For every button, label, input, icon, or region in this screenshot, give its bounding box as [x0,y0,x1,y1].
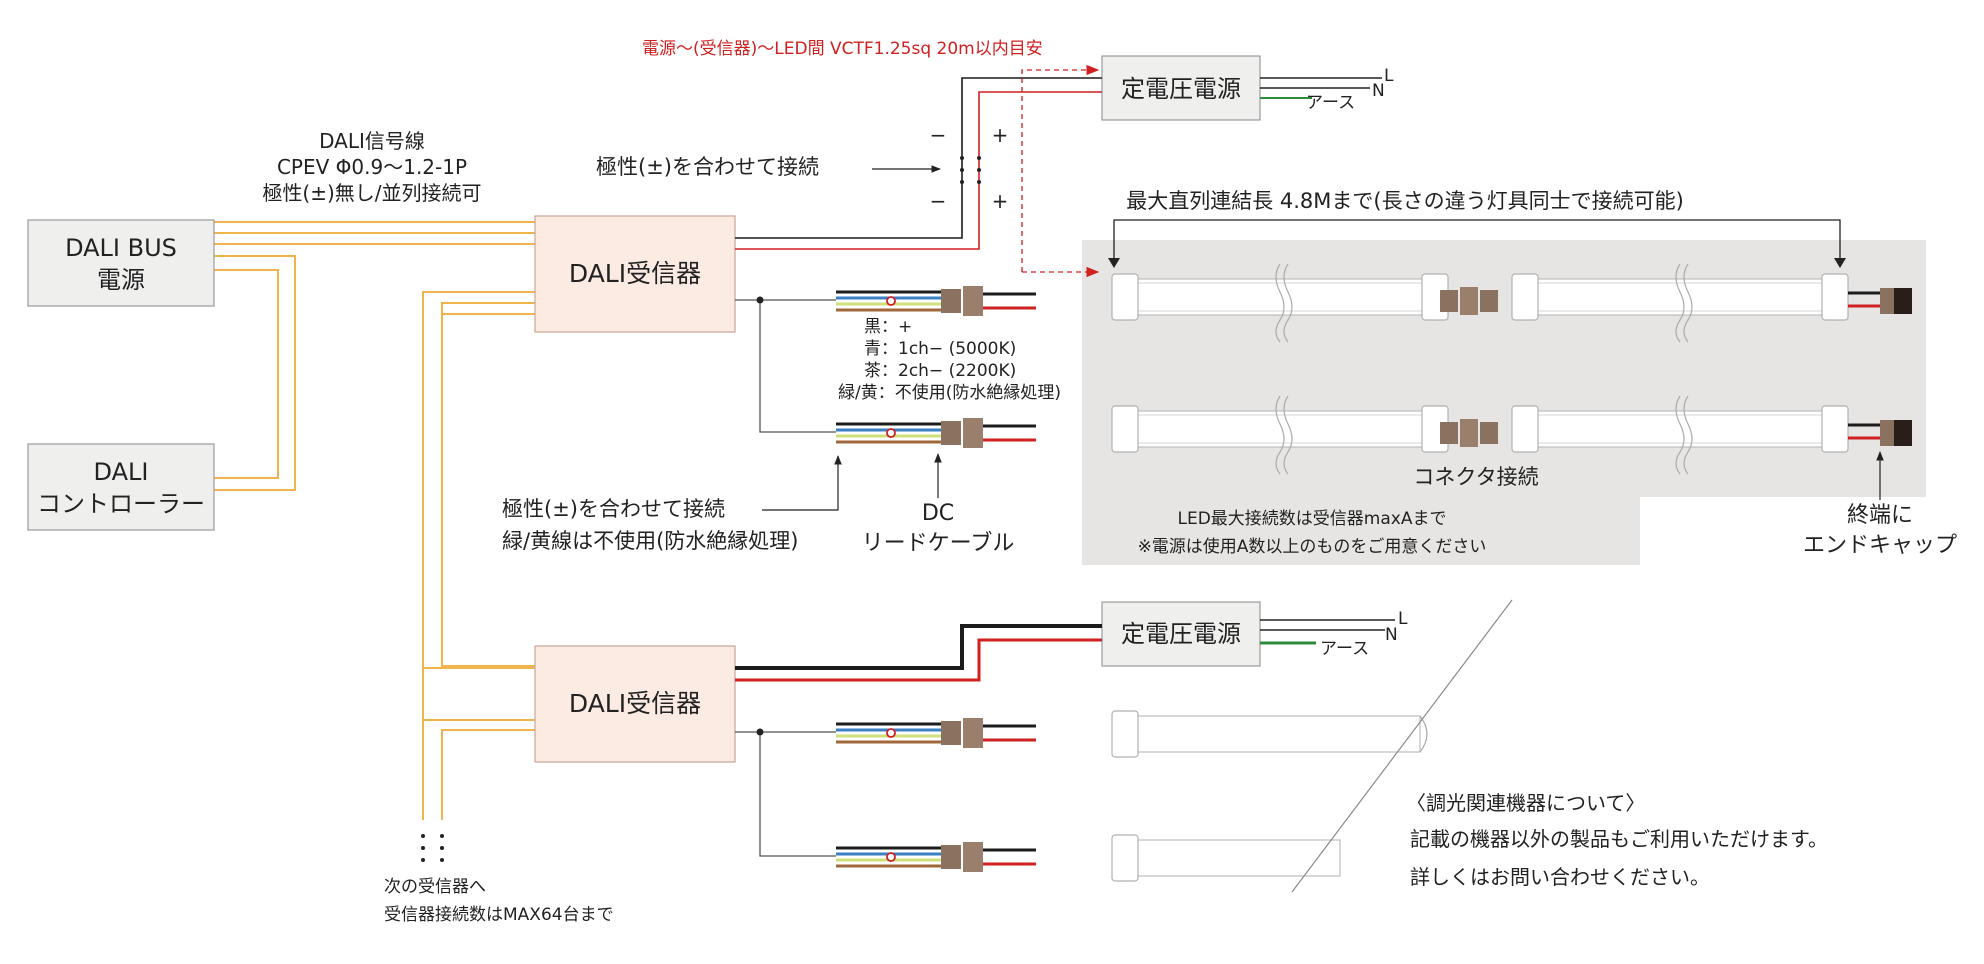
continuation-dots [421,834,444,862]
led-max-line1: LED最大接続数は受信器maxAまで [1178,509,1447,529]
earth-label-2: アース [1320,639,1369,659]
polarity-dots [960,156,981,184]
psu-box-1 [1101,55,1261,121]
max-length-label: 最大直列連結長 4.8Mまで(長さの違う灯具同士で接続可能) [1126,189,1684,213]
about-title: 〈調光関連機器について〉 [1406,791,1645,815]
psu-box-2 [1101,601,1261,667]
ac-N-label-2: N [1385,625,1398,645]
dc-lead-cable-2a [834,716,1038,750]
plus-top: + [992,123,1009,147]
dc-lead-label-2: リードケーブル [862,531,1015,556]
dc-lead-cable-1b [834,416,1038,450]
connector-label: コネクタ接続 [1413,465,1538,489]
dali-receiver-label-2: DALI受信器 [569,689,701,718]
legend-green: 緑/黄：不使用(防水絶縁処理) [838,382,1061,403]
legend-blue: 青：1ch− (5000K) [864,339,1016,359]
legend-brown: 茶：2ch− (2200K) [864,361,1016,381]
about-line2: 詳しくはお問い合わせください。 [1410,865,1710,889]
red-arrow-to-psu [1021,64,1100,272]
dali-controller-box [27,443,215,531]
max-length-bracket [1113,219,1841,265]
led-row-4-cut [1111,834,1341,882]
minus-bottom: − [930,189,947,213]
dali-bus-label-2: 電源 [97,266,145,294]
dali-receiver-box-2 [534,645,736,763]
polarity-note2-line1: 極性(±)を合わせて接続 [502,497,725,521]
dc-lead-cable-1a [834,284,1038,318]
signal-wire-label-1: DALI信号線 [319,129,425,153]
minus-top: − [930,123,947,147]
next-receiver-line1: 次の受信器へ [384,877,486,897]
dali-receiver-label-1: DALI受信器 [569,259,701,288]
dali-bus-label-1: DALI BUS [65,234,177,262]
receiver1-output-lines [735,296,836,433]
signal-wire-label-3: 極性(±)無し/並列接続可 [262,181,481,205]
legend-black: 黒：+ [864,317,912,337]
dali-signal-wires [210,221,535,820]
max-length-arrow-right [1834,258,1846,268]
led-max-line2: ※電源は使用A数以上のものをご用意ください [1138,536,1487,557]
dali-controller-label-2: コントローラー [37,490,205,518]
plus-bottom: + [992,189,1009,213]
earth-label-1: アース [1306,93,1355,113]
max-length-arrow-left [1108,258,1120,268]
psu-label-2: 定電圧電源 [1121,620,1241,648]
led-row-2 [1111,395,1912,475]
endcap-label-1: 終端に [1847,503,1913,528]
polarity-note2-arrow [762,455,842,511]
ac-wires-1 [1260,77,1382,99]
psu-top-note: 電源〜(受信器)〜LED間 VCTF1.25sq 20m以内目安 [642,39,1043,59]
led-area-panel [1082,240,1926,565]
led-row-1 [1111,263,1912,343]
led-row-3-cut [1111,710,1428,758]
ac-wires-2 [1260,619,1395,645]
endcap-label-2: エンドキャップ [1803,533,1957,558]
signal-wire-label-2: CPEV Φ0.9〜1.2-1P [277,155,467,179]
polarity-note-top: 極性(±)を合わせて接続 [596,155,819,179]
dc-wires-receiver2 [735,624,1102,682]
dali-bus-power-box [27,219,215,307]
polarity-note2-line2: 緑/黄線は不使用(防水絶縁処理) [502,529,798,553]
dc-lead-cable-2b [834,840,1038,874]
ac-L-label-2: L [1398,609,1408,629]
next-receiver-line2: 受信器接続数はMAX64台まで [384,905,614,925]
ac-L-label-1: L [1384,66,1394,86]
about-line1: 記載の機器以外の製品もご利用いただけます。 [1410,827,1828,851]
dali-receiver-box-1 [534,215,736,333]
dali-controller-label-1: DALI [94,458,149,486]
receiver2-output-lines [735,728,836,857]
psu-label-1: 定電圧電源 [1121,75,1241,103]
ac-N-label-1: N [1372,81,1385,101]
cut-line [1291,599,1513,893]
dc-lead-label-1: DC [922,501,954,526]
